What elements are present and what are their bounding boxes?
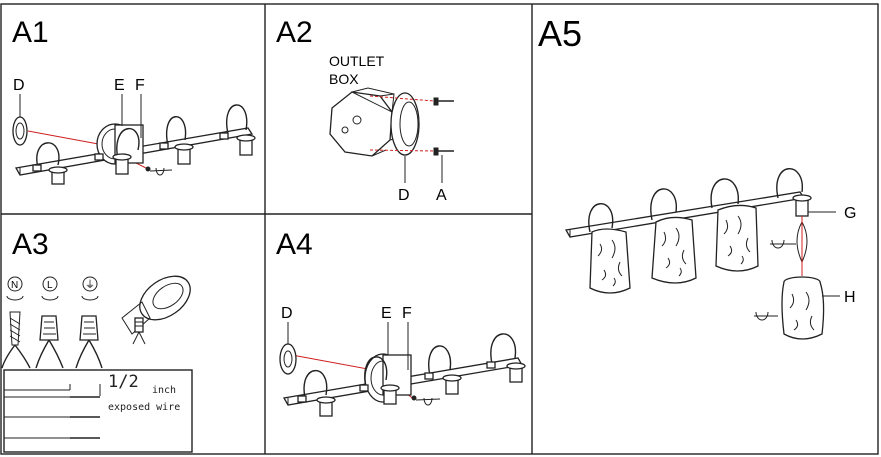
a3-measure-caption: exposed wire xyxy=(108,402,180,413)
a1-label-e: E xyxy=(114,77,125,94)
a2-outlet-label: OUTLET xyxy=(329,53,385,69)
a3-icon-ground: ⏚ xyxy=(85,279,95,291)
a4-label-d: D xyxy=(281,305,293,322)
panel-title-a1: A1 xyxy=(12,16,49,49)
a2-box-label: BOX xyxy=(329,71,359,87)
a3-wire-icons xyxy=(6,276,99,301)
a3-icon-neutral: N xyxy=(11,280,18,291)
a4-crossbar-disc xyxy=(279,343,297,375)
panel-title-a3: A3 xyxy=(12,228,49,261)
a2-crossbar-plate xyxy=(390,92,420,156)
a5-shade-detached xyxy=(781,276,825,340)
a3-icon-line: L xyxy=(47,280,53,291)
a2-outlet-box xyxy=(329,87,405,157)
a3-wire-nut-2 xyxy=(75,315,103,369)
a1-label-f: F xyxy=(135,77,145,94)
a5-label-g: G xyxy=(844,205,856,222)
a4-label-f: F xyxy=(402,305,412,322)
a5-label-h: H xyxy=(844,289,856,306)
a1-label-d: D xyxy=(13,77,25,94)
a2-label-d: D xyxy=(398,187,410,204)
panel-title-a5: A5 xyxy=(538,13,582,54)
a5-shade-1 xyxy=(589,228,631,294)
a1-sockets xyxy=(48,134,256,185)
a1-fixture-drawing xyxy=(12,94,256,185)
a3-wire-nut-1 xyxy=(35,315,64,369)
a3-measure-unit: inch xyxy=(152,385,176,396)
a4-fixture-drawing xyxy=(279,322,526,417)
a5-shade-2 xyxy=(651,216,697,284)
a3-strip-gauge xyxy=(3,369,193,453)
a3-wire-twist xyxy=(1,311,31,369)
panel-title-a2: A2 xyxy=(276,16,313,49)
a4-sockets xyxy=(316,362,526,417)
panel-borders xyxy=(0,3,879,455)
a5-shade-3 xyxy=(715,204,759,272)
a2-label-a: A xyxy=(436,187,447,204)
a2-screws xyxy=(433,97,454,156)
a5-bulb xyxy=(796,216,808,276)
panel-title-a4: A4 xyxy=(276,228,313,261)
a3-measure-value: 1/2 xyxy=(108,372,139,392)
a2-outlet-drawing xyxy=(329,87,454,183)
a1-crossbar-disc xyxy=(12,116,28,146)
a3-tape-roll xyxy=(121,275,191,345)
a3-wiring-drawing xyxy=(1,275,193,453)
a5-fixture-drawing xyxy=(564,168,840,340)
a4-label-e: E xyxy=(381,305,392,322)
